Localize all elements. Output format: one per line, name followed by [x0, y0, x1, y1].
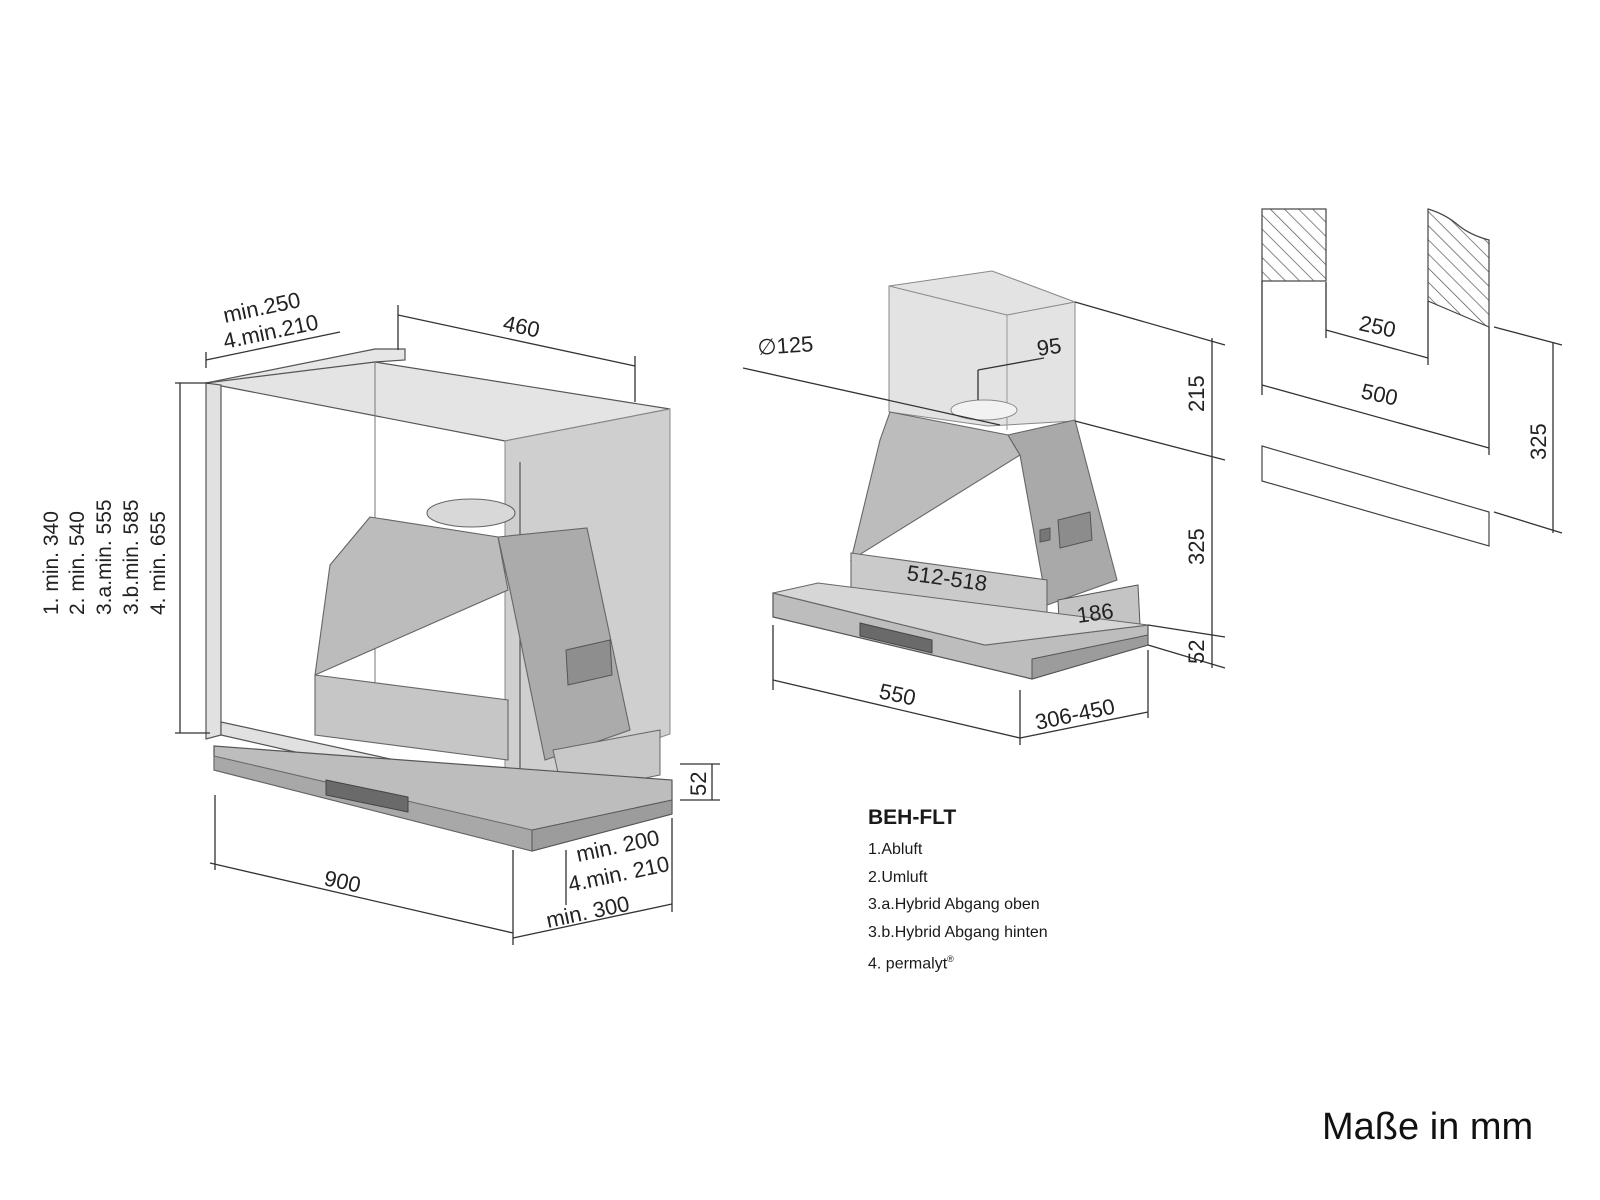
dim-duct-diameter: ∅125: [757, 331, 814, 360]
dim-depth-306-450: 306-450: [1033, 694, 1117, 735]
wall-sections: [1261, 208, 1490, 547]
dim-height-215: 215: [1184, 375, 1209, 412]
units-label: Maße in mm: [1322, 1106, 1534, 1148]
legend-item-permalyt: 4. permalyt®: [868, 946, 1048, 978]
dim-cabinet-depth: min. 300: [544, 891, 632, 933]
legend-item-abluft: 1.Abluft: [868, 841, 923, 858]
dim-height-52: 52: [1184, 640, 1209, 664]
dim-duct-offset-95: 95: [1035, 333, 1063, 361]
height-label-1: 1. min. 340: [40, 511, 63, 615]
registered-mark: ®: [947, 954, 954, 964]
legend-item-permalyt-label: 4. permalyt: [868, 955, 948, 973]
middle-dimension-lines: [742, 301, 1226, 745]
hood-body: [314, 498, 661, 796]
left-dimension-lines: [175, 305, 720, 945]
right-view: 250 500 325: [1261, 208, 1563, 547]
dim-cutout-250: 250: [1357, 310, 1398, 342]
legend-title: BEH-FLT: [868, 806, 957, 829]
height-label-4: 4. min. 655: [147, 511, 170, 615]
legend-item-umluft: 2.Umluft: [868, 868, 928, 886]
height-label-2: 2. min. 540: [66, 511, 89, 615]
dim-front-height-52: 52: [686, 772, 711, 796]
middle-front-panel: [772, 582, 1149, 680]
dim-height-325-right: 325: [1526, 423, 1551, 460]
height-label-3b: 3.b.min. 585: [120, 499, 143, 615]
right-dimension-lines: [1261, 281, 1563, 534]
height-labels: 1. min. 340 2. min. 540 3.a.min. 555 3.b…: [40, 499, 170, 615]
left-view: min.250 4.min.210 460 1. min. 340 2. min…: [40, 287, 720, 945]
legend-item-hybrid-hinten: 3.b.Hybrid Abgang hinten: [868, 923, 1048, 941]
legend-item-hybrid-oben: 3.a.Hybrid Abgang oben: [868, 896, 1040, 913]
dim-total-500: 500: [1359, 378, 1400, 410]
dim-width-900: 900: [322, 865, 363, 897]
dim-height-325: 325: [1184, 528, 1209, 565]
height-label-3a: 3.a.min. 555: [93, 499, 116, 615]
middle-view: ∅125 95 215 325 52 512-518 186 550 306-4…: [742, 270, 1226, 745]
dim-depth-460: 460: [501, 310, 542, 342]
duct-box: [888, 270, 1076, 430]
legend: BEH-FLT 1.Abluft 2.Umluft 3.a.Hybrid Abg…: [868, 806, 1048, 978]
dim-inner-depth-186: 186: [1075, 598, 1115, 628]
front-panel: [213, 745, 673, 852]
